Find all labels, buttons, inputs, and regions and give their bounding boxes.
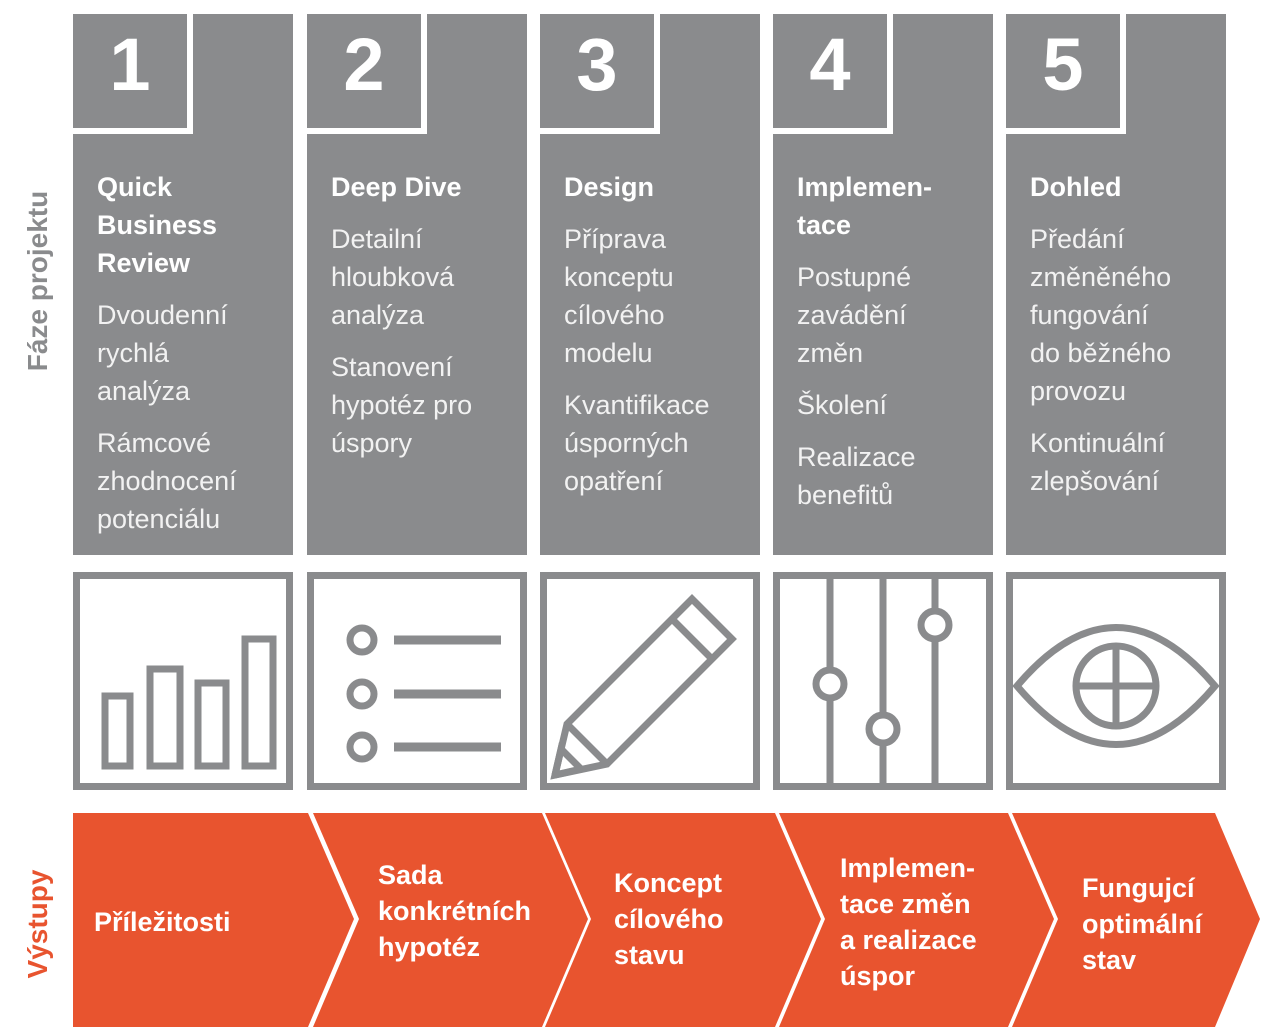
icon-box-3: [540, 572, 760, 790]
output-chevron-3: [545, 813, 821, 1027]
phase-number-box: 2: [307, 14, 427, 134]
eye-icon: [1013, 624, 1219, 748]
phase-number: 3: [576, 23, 618, 106]
output-chevron-4: [779, 813, 1054, 1027]
icon-box-5: [1006, 572, 1226, 790]
sliders-icon: [812, 579, 953, 783]
phase-title: Deep Dive: [331, 172, 462, 202]
phase-number: 4: [809, 23, 851, 106]
phase-number-box: 4: [773, 14, 893, 134]
phase-number-box: 1: [73, 14, 193, 134]
icon-box-4: [773, 572, 993, 790]
pencil-icon: [550, 594, 737, 780]
output-label-1: Příležitosti: [94, 907, 231, 937]
phase-number: 2: [343, 23, 385, 106]
icon-box-1: [73, 572, 293, 790]
phase-number: 1: [109, 23, 151, 106]
phase-number-box: 5: [1006, 14, 1126, 134]
phase-description: Školení: [797, 390, 888, 420]
phase-number: 5: [1042, 23, 1084, 106]
output-chevron-2: [313, 813, 588, 1027]
list-icon: [346, 624, 501, 763]
phase-title: Implemen-tace: [797, 172, 933, 240]
phase-number-box: 3: [540, 14, 660, 134]
output-chevron-5: [1012, 813, 1260, 1027]
bar-chart-icon: [101, 635, 277, 770]
output-chevron-1: [73, 813, 354, 1027]
phase-title: Design: [564, 172, 655, 202]
phase-title: Dohled: [1030, 172, 1122, 202]
icon-box-2: [307, 572, 527, 790]
